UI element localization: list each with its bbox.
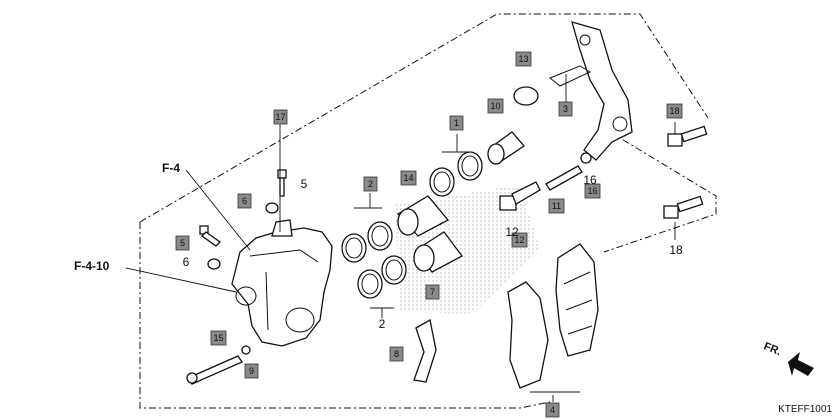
bleeder-cap-left: [207, 258, 221, 270]
svg-text:11: 11: [552, 201, 561, 211]
plain-callout-5: 5: [301, 177, 308, 191]
svg-text:6: 6: [242, 196, 247, 206]
callout-13: 13: [515, 51, 532, 67]
plain-callout-18: 18: [669, 243, 683, 257]
svg-text:2: 2: [368, 179, 373, 189]
callout-1: 1: [449, 115, 464, 131]
diagram-code: KTEFF1001: [778, 404, 832, 415]
svg-text:3: 3: [563, 104, 568, 114]
callout-15: 15: [210, 330, 227, 346]
svg-text:18: 18: [669, 106, 679, 116]
pad-pin-clip: [241, 345, 251, 355]
pin-spring: [545, 152, 592, 191]
caliper-bracket: [549, 21, 633, 161]
front-direction-label: FR.: [762, 340, 783, 358]
svg-text:9: 9: [249, 366, 254, 376]
pin-bolt: [499, 181, 541, 211]
svg-text:8: 8: [394, 349, 399, 359]
svg-text:14: 14: [403, 173, 413, 183]
callout-9: 9: [244, 363, 259, 379]
pad-pin: [186, 355, 243, 385]
pad-spring: [413, 318, 437, 383]
svg-text:4: 4: [550, 405, 555, 415]
plain-callout-6: 6: [183, 255, 190, 269]
plain-callout-12: 12: [505, 225, 519, 239]
sleeve: [487, 131, 525, 165]
callout-7: 7: [425, 284, 440, 300]
callout-12: 12: [511, 232, 528, 248]
svg-text:1: 1: [454, 118, 459, 128]
svg-text:7: 7: [430, 287, 435, 297]
callout-8: 8: [389, 346, 404, 362]
callout-3: 3: [558, 101, 573, 117]
piston-lower: [413, 231, 463, 273]
callout-5: 5: [175, 235, 190, 251]
svg-text:17: 17: [275, 112, 285, 122]
callout-6: 6: [237, 193, 252, 209]
callout-17: 17: [273, 109, 288, 125]
piston-upper: [396, 195, 450, 237]
callout-14: 14: [400, 170, 417, 186]
caliper-body: [231, 219, 333, 347]
brake-pad-inner: [555, 243, 599, 357]
boot: [513, 86, 539, 106]
callout-16: 16: [584, 183, 601, 199]
callout-4: 4: [545, 402, 560, 418]
callout-18: 18: [666, 103, 683, 119]
svg-text:10: 10: [490, 101, 500, 111]
bleeder-screw-upper: [277, 169, 287, 197]
piston-seals-lower: [341, 221, 407, 299]
plain-callout-2: 2: [379, 317, 386, 331]
brake-pad-outer: [507, 281, 549, 389]
plain-callout-16: 16: [583, 173, 597, 187]
assembly-frame-lower: [139, 222, 551, 409]
bleeder-screw-left: [199, 225, 222, 247]
callout-10: 10: [487, 98, 504, 114]
reference-f4-10: F-4-10: [74, 259, 110, 273]
piston-seals-upper: [429, 151, 483, 197]
svg-text:5: 5: [180, 238, 185, 248]
front-direction-arrow: [788, 352, 814, 376]
reference-f4: F-4: [162, 161, 180, 175]
svg-text:16: 16: [587, 186, 597, 196]
callout-11: 11: [548, 198, 565, 214]
svg-text:13: 13: [518, 54, 528, 64]
svg-text:12: 12: [514, 235, 524, 245]
assembly-frame: [139, 13, 709, 223]
leader-lines: [125, 74, 676, 402]
bleeder-cap-upper: [265, 202, 279, 214]
callout-2: 2: [363, 176, 378, 192]
assembly-frame-right: [603, 131, 717, 253]
flange-bolt-lower: [663, 195, 704, 219]
svg-text:15: 15: [213, 333, 223, 343]
flange-bolt-upper: [667, 125, 708, 147]
